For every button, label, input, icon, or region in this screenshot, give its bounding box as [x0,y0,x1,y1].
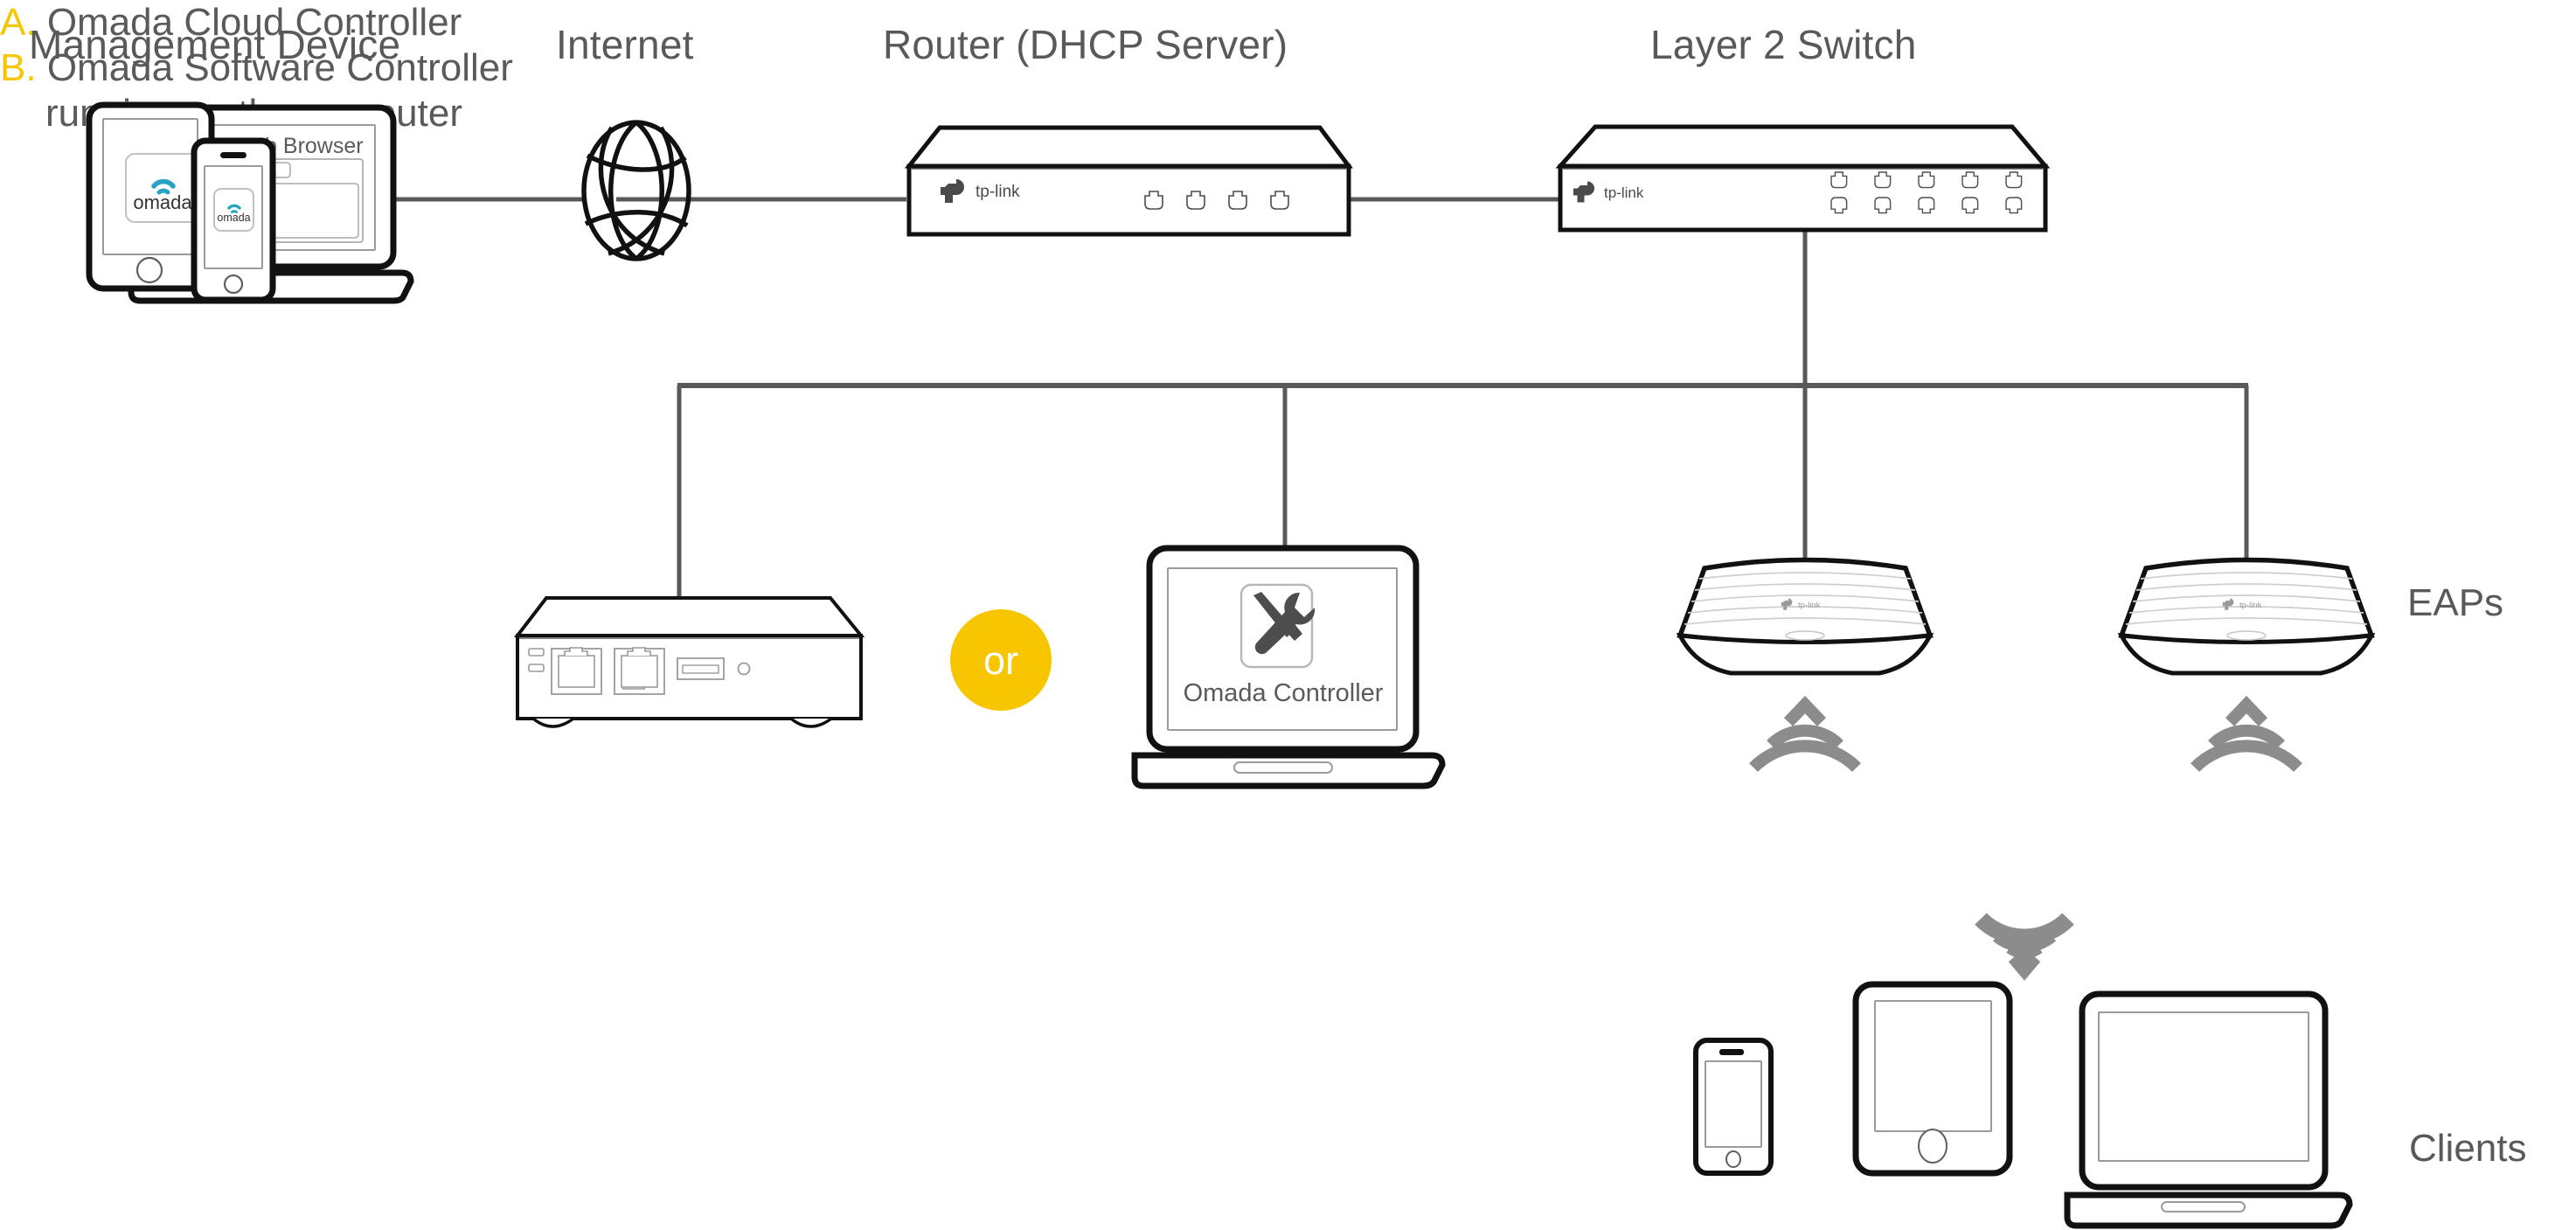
device-omada-software-controller: Omada Controller [1131,545,1446,789]
device-eap-left: tp-link [1676,557,1934,773]
device-router: tp-link [904,125,1353,237]
caption-b-text: Omada Software Controller [46,45,513,89]
mgmt-phone: omada [191,137,276,303]
device-client-tablet [1852,981,2013,1177]
caption-b-line1: B. Omada Software Controller [0,45,2576,91]
wrench-screwdriver-icon [1253,592,1316,655]
label-clients: Clients [2409,1127,2527,1170]
tp-link-wordmark-eap-right: tp-link [2239,601,2262,610]
wifi-icon-clients [1975,913,2074,959]
tp-link-logo-eap-right: tp-link [2222,598,2262,610]
or-badge: or [950,609,1052,711]
tp-link-logo-switch: tp-link [1573,181,1644,203]
caption-a-text: Omada Cloud Controller [46,1,462,44]
caption-a-marker: A. [0,1,37,44]
mgmt-tablet: omada [86,101,215,292]
omada-controller-screen-label: Omada Controller [1184,679,1384,707]
caption-option-a: A. Omada Cloud Controller [0,0,2576,45]
label-layer-2-switch: Layer 2 Switch [1650,22,1917,67]
device-internet-globe [581,120,691,261]
device-client-laptop [2064,990,2353,1229]
wifi-icon-clients-dot [2008,950,2041,981]
tp-link-logo-router: tp-link [941,179,1020,203]
device-layer2-switch: tp-link [1555,124,2051,233]
omada-logo-icon-phone [227,204,241,213]
omada-wordmark-tablet: omada [133,191,192,213]
device-management-device: Web Browser cloud.com omada [86,101,414,304]
omada-logo-icon [151,178,176,195]
label-internet: Internet [556,22,694,67]
tp-link-logo-eap-left: tp-link [1781,598,1821,610]
wifi-waves-icon-left [1749,695,1861,773]
device-client-phone [1693,1038,1774,1176]
caption-b-marker: B. [0,45,37,89]
label-eaps: EAPs [2407,581,2504,624]
label-router: Router (DHCP Server) [883,22,1288,67]
tp-link-wordmark-router: tp-link [976,183,1020,201]
wifi-waves-icon-right [2191,695,2302,773]
tp-link-wordmark-eap-left: tp-link [1798,601,1821,610]
device-eap-right: tp-link [2117,557,2376,773]
label-management-device: Management Device [29,22,401,67]
device-omada-cloud-controller [513,596,865,728]
omada-wordmark-phone: omada [217,212,250,224]
tp-link-wordmark-switch: tp-link [1604,184,1644,201]
